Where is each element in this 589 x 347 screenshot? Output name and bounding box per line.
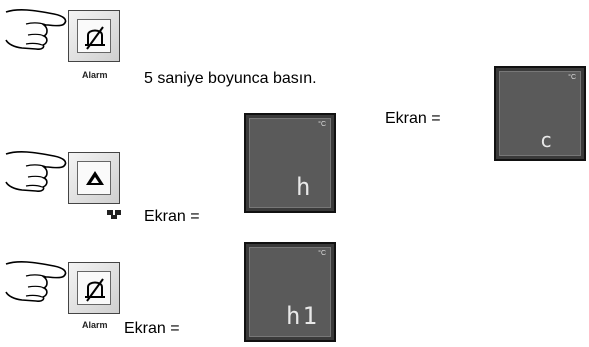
display-unit-1: °C: [568, 74, 576, 81]
alarm-key-caption-2: Alarm: [82, 320, 108, 330]
bell-muted-icon: [85, 278, 105, 302]
display-inner-2: [249, 118, 331, 208]
alarm-key-button-1[interactable]: [68, 10, 120, 62]
hand-press-illustration-up: [4, 148, 76, 197]
display-screen-1: °C c: [494, 66, 586, 161]
display-value-3: h1: [286, 302, 319, 330]
alarm-key-face: [77, 271, 111, 305]
display-inner-1: [499, 71, 581, 156]
display-value-1: c: [540, 128, 555, 152]
result-label-2: Ekran =: [144, 208, 200, 225]
hand-press-illustration-alarm-2: [4, 258, 76, 307]
alarm-key-face: [77, 19, 111, 53]
cooling-units-icon: [106, 207, 122, 225]
display-value-2: h: [296, 173, 313, 201]
pointing-hand-icon: [5, 151, 67, 192]
display-unit-2: °C: [318, 121, 326, 128]
display-screen-3: °C h1: [244, 242, 336, 342]
up-key-button[interactable]: [68, 152, 120, 204]
bell-muted-icon: [85, 26, 105, 50]
pointing-hand-icon: [5, 261, 67, 302]
hand-press-illustration-alarm-1: [4, 6, 76, 55]
result-label-1: Ekran =: [385, 110, 441, 127]
pointing-hand-icon: [5, 9, 67, 50]
result-label-3: Ekran =: [124, 320, 180, 337]
display-unit-3: °C: [318, 250, 326, 257]
triangle-up-icon: [86, 171, 104, 185]
alarm-key-button-2[interactable]: [68, 262, 120, 314]
alarm-key-caption-1: Alarm: [82, 70, 108, 80]
display-screen-2: °C h: [244, 113, 336, 213]
display-inner-3: [249, 247, 331, 337]
instruction-text: 5 saniye boyunca basın.: [144, 70, 317, 87]
